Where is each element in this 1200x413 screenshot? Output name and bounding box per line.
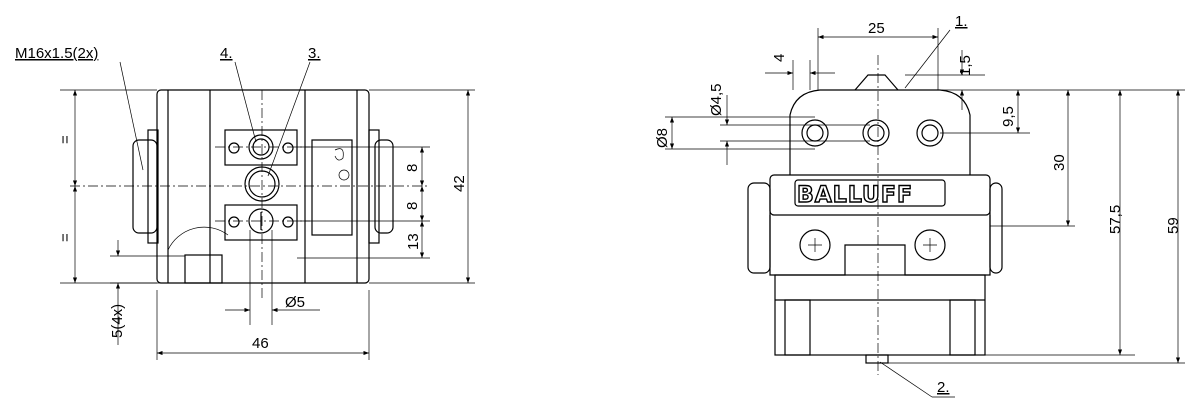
callout-3: 3.: [308, 45, 321, 62]
front-view: BALLUFF 25 1. 4 1,5 9,5 30 57,5 59: [654, 13, 1185, 398]
dim-13: 13: [405, 233, 422, 250]
side-view: = = 42 8 8 13 5(4x) Ø5 46 M16x1.5(2x) 4.…: [15, 45, 475, 360]
dim-dia-8: Ø8: [654, 128, 671, 148]
callout-4: 4.: [220, 45, 233, 62]
dim-8-bottom: 8: [404, 202, 421, 210]
dim-42: 42: [451, 175, 468, 192]
equal-mark-top: =: [57, 135, 74, 144]
dim-dia-5: Ø5: [285, 294, 305, 311]
callout-1: 1.: [955, 13, 968, 30]
left-gland: [132, 139, 158, 234]
dim-46: 46: [252, 335, 269, 352]
dim-57-5: 57,5: [1107, 205, 1124, 234]
dim-1-5: 1,5: [957, 55, 974, 76]
callout-2: 2.: [937, 379, 950, 396]
dim-dia-4-5: Ø4,5: [708, 83, 725, 116]
right-gland: [368, 129, 380, 244]
dim-5-4x: 5(4x): [109, 304, 126, 338]
dim-8-top: 8: [404, 164, 421, 172]
equal-mark-bottom: =: [57, 233, 74, 242]
thread-label: M16x1.5(2x): [15, 45, 98, 62]
dim-30: 30: [1051, 154, 1068, 171]
brand-logo: BALLUFF: [797, 183, 913, 208]
dim-4: 4: [771, 54, 788, 62]
dim-9-5: 9,5: [1000, 106, 1017, 127]
dim-59: 59: [1165, 217, 1182, 234]
dim-25: 25: [868, 20, 885, 37]
